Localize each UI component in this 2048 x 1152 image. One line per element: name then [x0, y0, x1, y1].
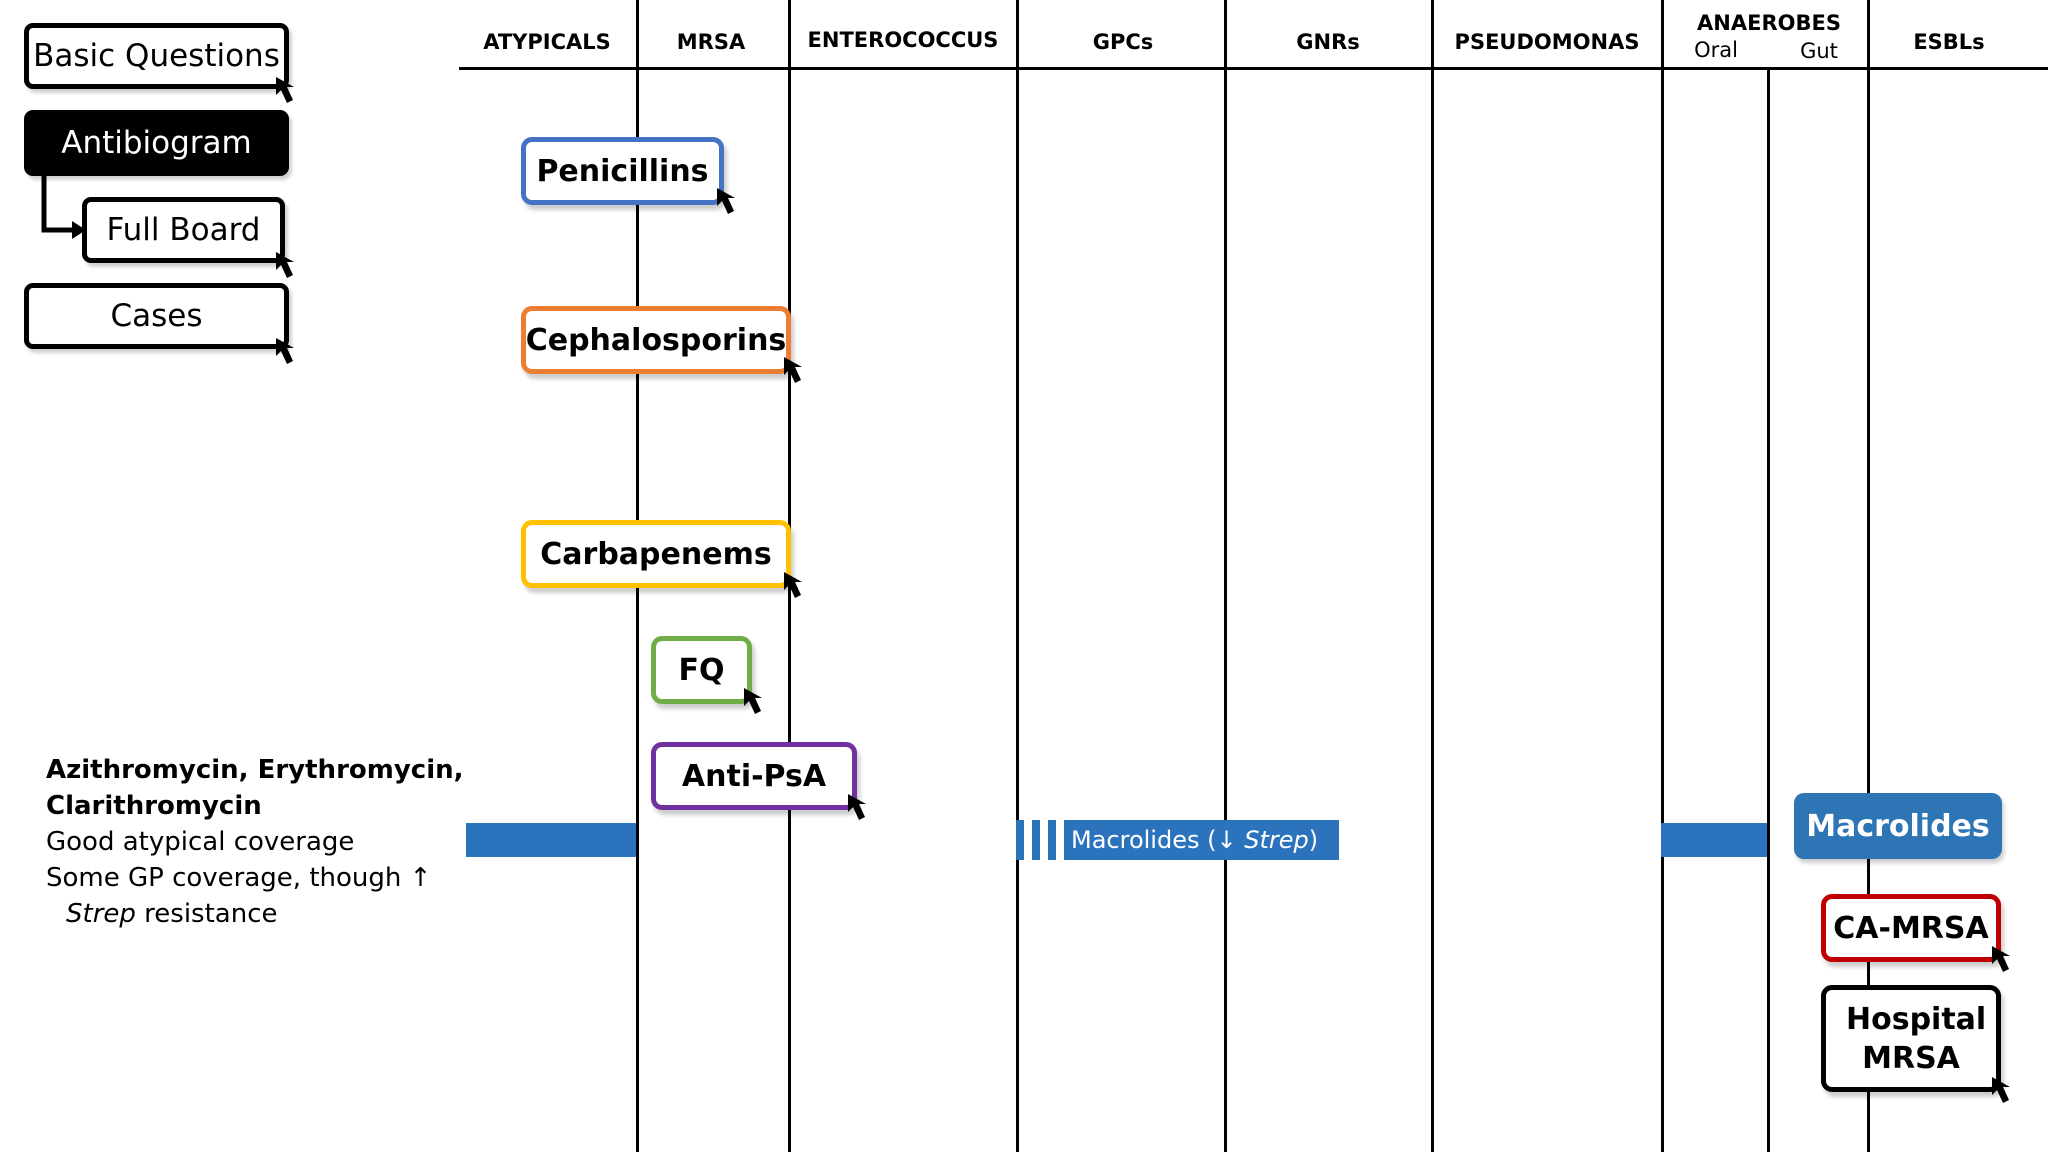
carbapenems-label: Carbapenems: [540, 536, 772, 572]
column-divider: [1016, 0, 1019, 1152]
cursor-arrow-icon: [784, 572, 802, 598]
description-drugs-line2: Clarithromycin: [46, 791, 262, 821]
fq-label: FQ: [678, 652, 725, 688]
column-divider: [1867, 0, 1870, 1152]
column-header-enterococcus: ENTEROCOCCUS: [807, 28, 999, 52]
subheader-gut: Gut: [1800, 39, 1838, 63]
cephalosporins-label: Cephalosporins: [525, 322, 787, 358]
hospital-mrsa-button[interactable]: Hospital MRSA: [1821, 985, 2001, 1092]
column-divider-oral-gut: [1767, 70, 1770, 1152]
coverage-bar-gpcs: [1064, 820, 1339, 860]
coverage-bar-atypicals: [466, 823, 636, 857]
description-strep: Strep: [66, 899, 136, 929]
column-header-gpcs: GPCs: [1092, 30, 1154, 54]
macrolides-label: Macrolides: [1806, 808, 1990, 844]
connector-arrow-icon: [41, 174, 86, 239]
coverage-label-prefix: Macrolides (↓: [1071, 826, 1245, 854]
cursor-arrow-icon: [717, 188, 735, 214]
column-header-mrsa: MRSA: [676, 30, 746, 54]
description-strep-resistance: Strep resistance: [46, 896, 464, 932]
anti-psa-label: Anti-PsA: [681, 758, 827, 794]
penicillins-button[interactable]: Penicillins: [521, 137, 724, 205]
cursor-arrow-icon: [1992, 946, 2010, 972]
header-divider: [459, 67, 2048, 70]
cursor-arrow-icon: [1992, 1077, 2010, 1103]
cursor-arrow-icon: [848, 794, 866, 820]
column-divider: [1661, 0, 1664, 1152]
column-divider: [1431, 0, 1434, 1152]
cursor-arrow-icon: [784, 357, 802, 383]
column-divider: [1224, 0, 1227, 1152]
coverage-bar-gpcs-partial-stripe: [1048, 820, 1056, 860]
description-resistance: resistance: [135, 899, 278, 929]
cursor-arrow-icon: [744, 688, 762, 714]
basic-questions-button[interactable]: Basic Questions: [24, 23, 289, 89]
cases-label: Cases: [110, 298, 203, 334]
column-header-anaerobes: ANAEROBES: [1697, 11, 1841, 35]
column-header-esbls: ESBLs: [1913, 30, 1985, 54]
anti-psa-button[interactable]: Anti-PsA: [651, 742, 857, 810]
cephalosporins-button[interactable]: Cephalosporins: [521, 306, 791, 374]
carbapenems-button[interactable]: Carbapenems: [521, 520, 791, 588]
description-atypical-coverage: Good atypical coverage: [46, 827, 355, 857]
basic-questions-label: Basic Questions: [33, 38, 280, 74]
full-board-button[interactable]: Full Board: [82, 197, 285, 263]
antibiogram-button[interactable]: Antibiogram: [24, 110, 289, 176]
column-header-atypicals: ATYPICALS: [483, 30, 611, 54]
antibiogram-label: Antibiogram: [61, 125, 252, 161]
subheader-oral: Oral: [1694, 38, 1738, 62]
description-gp-coverage: Some GP coverage, though ↑: [46, 863, 432, 893]
cursor-arrow-icon: [276, 252, 294, 278]
cases-button[interactable]: Cases: [24, 283, 289, 349]
penicillins-label: Penicillins: [536, 153, 709, 189]
cursor-arrow-icon: [276, 338, 294, 364]
macrolides-button[interactable]: Macrolides: [1794, 793, 2002, 859]
ca-mrsa-button[interactable]: CA-MRSA: [1821, 894, 2001, 962]
coverage-label-strep: Strep: [1244, 826, 1309, 854]
coverage-label-suffix: ): [1308, 826, 1319, 854]
coverage-bar-gpcs-partial-stripe: [1032, 820, 1040, 860]
coverage-bar-oral-anaerobes: [1661, 823, 1767, 857]
coverage-bar-gpcs-label: Macrolides (↓ Strep): [1071, 826, 1318, 854]
column-header-gnrs: GNRs: [1296, 30, 1360, 54]
fq-button[interactable]: FQ: [651, 636, 752, 704]
macrolides-description: Azithromycin, Erythromycin, Clarithromyc…: [46, 752, 464, 932]
full-board-label: Full Board: [106, 212, 261, 248]
coverage-bar-gpcs-partial-stripe: [1016, 820, 1024, 860]
cursor-arrow-icon: [276, 77, 294, 103]
hospital-mrsa-label: Hospital MRSA: [1846, 1001, 1987, 1076]
column-header-pseudomonas: PSEUDOMONAS: [1454, 30, 1640, 54]
ca-mrsa-label: CA-MRSA: [1833, 910, 1989, 946]
description-drugs-line1: Azithromycin, Erythromycin,: [46, 755, 464, 785]
